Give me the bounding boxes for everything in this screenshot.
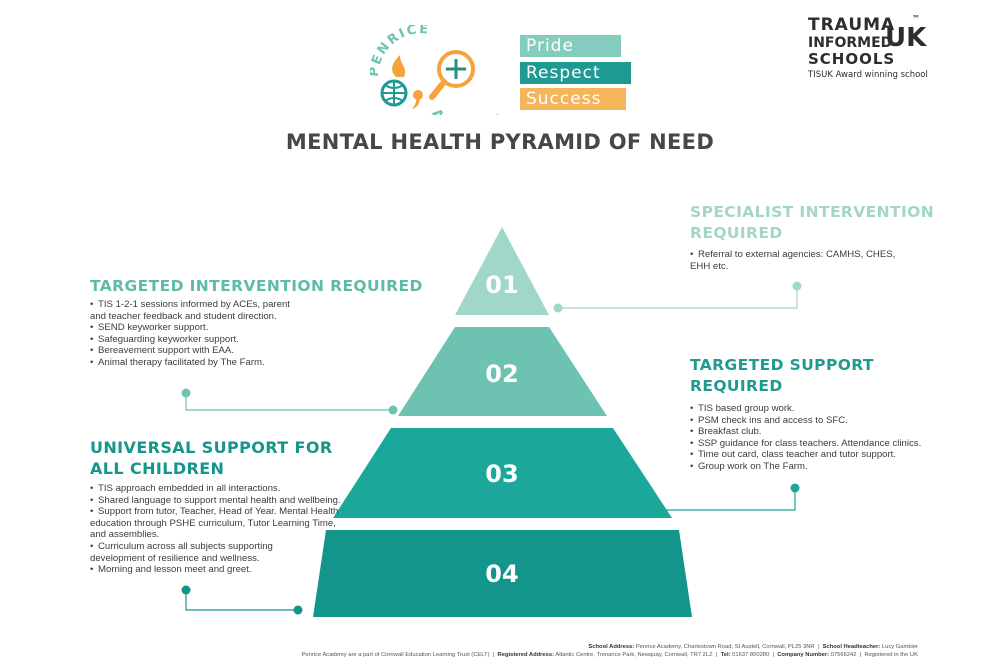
list-item: development of resilience and wellness.	[90, 552, 260, 564]
footer-line-2: Penrice Academy are a part of Cornwall E…	[301, 652, 919, 658]
page-title: MENTAL HEALTH PYRAMID OF NEED	[285, 130, 715, 154]
connector-specialist	[553, 281, 802, 313]
targeted-intervention-heading: TARGETED INTERVENTION REQUIRED	[90, 277, 423, 295]
specialist-heading: SPECIALIST INTERVENTION REQUIRED	[690, 202, 934, 244]
list-item: •TIS 1-2-1 sessions informed by ACEs, pa…	[90, 299, 290, 310]
list-item: •PSM check ins and access to SFC.	[690, 414, 848, 426]
footer-line-1: School Address: Penrice Academy, Charles…	[588, 644, 918, 650]
pyramid-tier-1	[455, 227, 549, 315]
pyramid-tier-3-number: 03	[485, 460, 518, 488]
targeted-support-heading-line1: TARGETED SUPPORT	[690, 356, 874, 374]
targeted-support-bullets: •TIS based group work. •PSM check ins an…	[690, 403, 921, 473]
list-item: •Group work on The Farm.	[690, 460, 808, 472]
list-item: •Curriculum across all subjects supporti…	[90, 540, 273, 552]
tisuk-uk: UK	[885, 23, 927, 53]
tisuk-schools: SCHOOLS	[808, 50, 896, 68]
list-item: •Morning and lesson meet and greet.	[90, 564, 252, 576]
specialist-heading-line1: SPECIALIST INTERVENTION	[690, 203, 935, 221]
specialist-bullets: •Referral to external agencies: CAMHS, C…	[690, 249, 895, 272]
tisuk-informed: INFORMED	[808, 35, 893, 51]
pyramid-tier-4	[313, 530, 692, 617]
list-item: •SEND keyworker support.	[90, 322, 209, 334]
list-item: •Time out card, class teacher and tutor …	[690, 449, 897, 461]
pyramid-tier-1-number: 01	[485, 271, 518, 299]
connector-targeted-support	[651, 483, 800, 515]
targeted-support-heading-line2: REQUIRED	[690, 377, 783, 395]
list-item: •Breakfast club.	[690, 426, 762, 438]
connector-universal	[181, 585, 303, 615]
pyramid-tier-2	[398, 327, 607, 416]
pyramid-tier-3	[333, 428, 672, 518]
tisuk-tagline: TISUK Award winning school	[808, 70, 928, 80]
tisuk-logo: TRAUMA INFORMED UK ™ SCHOOLS TISUK Award…	[808, 15, 938, 85]
magnifier-plus-icon	[429, 50, 475, 100]
universal-heading: UNIVERSAL SUPPORT FOR ALL CHILDREN	[90, 437, 333, 479]
list-item: •TIS based group work.	[690, 403, 795, 414]
list-item: •Animal therapy facilitated by The Farm.	[90, 356, 265, 368]
specialist-heading-line2: REQUIRED	[690, 224, 783, 242]
list-item: •Safeguarding keyworker support.	[90, 333, 239, 345]
list-item: and assemblies.	[90, 529, 160, 541]
list-item: EHH etc.	[690, 260, 729, 272]
targeted-intervention-bullets: •TIS 1-2-1 sessions informed by ACEs, pa…	[90, 299, 290, 369]
list-item: and teacher feedback and student directi…	[90, 310, 277, 322]
value-pride: Pride	[520, 35, 621, 57]
connector-targeted-intervention	[181, 388, 398, 415]
list-item: •Referral to external agencies: CAMHS, C…	[690, 249, 896, 260]
list-item: •Bereavement support with EAA.	[90, 345, 234, 357]
universal-heading-line1: UNIVERSAL SUPPORT FOR	[90, 438, 333, 457]
universal-bullets: •TIS approach embedded in all interactio…	[90, 483, 341, 576]
flame-icon	[392, 55, 406, 77]
universal-heading-line2: ALL CHILDREN	[90, 459, 225, 478]
tisuk-tm: ™	[912, 14, 920, 23]
list-item: •TIS approach embedded in all interactio…	[90, 483, 281, 494]
list-item: •Support from tutor, Teacher, Head of Ye…	[90, 506, 339, 518]
pyramid-tier-4-number: 04	[485, 560, 518, 588]
list-item: •SSP guidance for class teachers. Attend…	[690, 437, 922, 449]
list-item: education through PSHE curriculum, Tutor…	[90, 517, 336, 529]
pyramid-tier-2-number: 02	[485, 360, 518, 388]
quote-icon	[412, 90, 423, 109]
tisuk-trauma: TRAUMA	[808, 15, 896, 35]
targeted-support-heading: TARGETED SUPPORT REQUIRED	[690, 355, 874, 397]
value-success: Success	[520, 88, 626, 110]
penrice-emblem: PENRICE ACADEMY	[370, 25, 506, 115]
value-respect: Respect	[520, 62, 631, 84]
globe-icon	[380, 79, 408, 107]
list-item: •Shared language to support mental healt…	[90, 494, 341, 506]
penrice-academy-logo: PENRICE ACADEMY Pride Respect Success	[370, 25, 635, 115]
